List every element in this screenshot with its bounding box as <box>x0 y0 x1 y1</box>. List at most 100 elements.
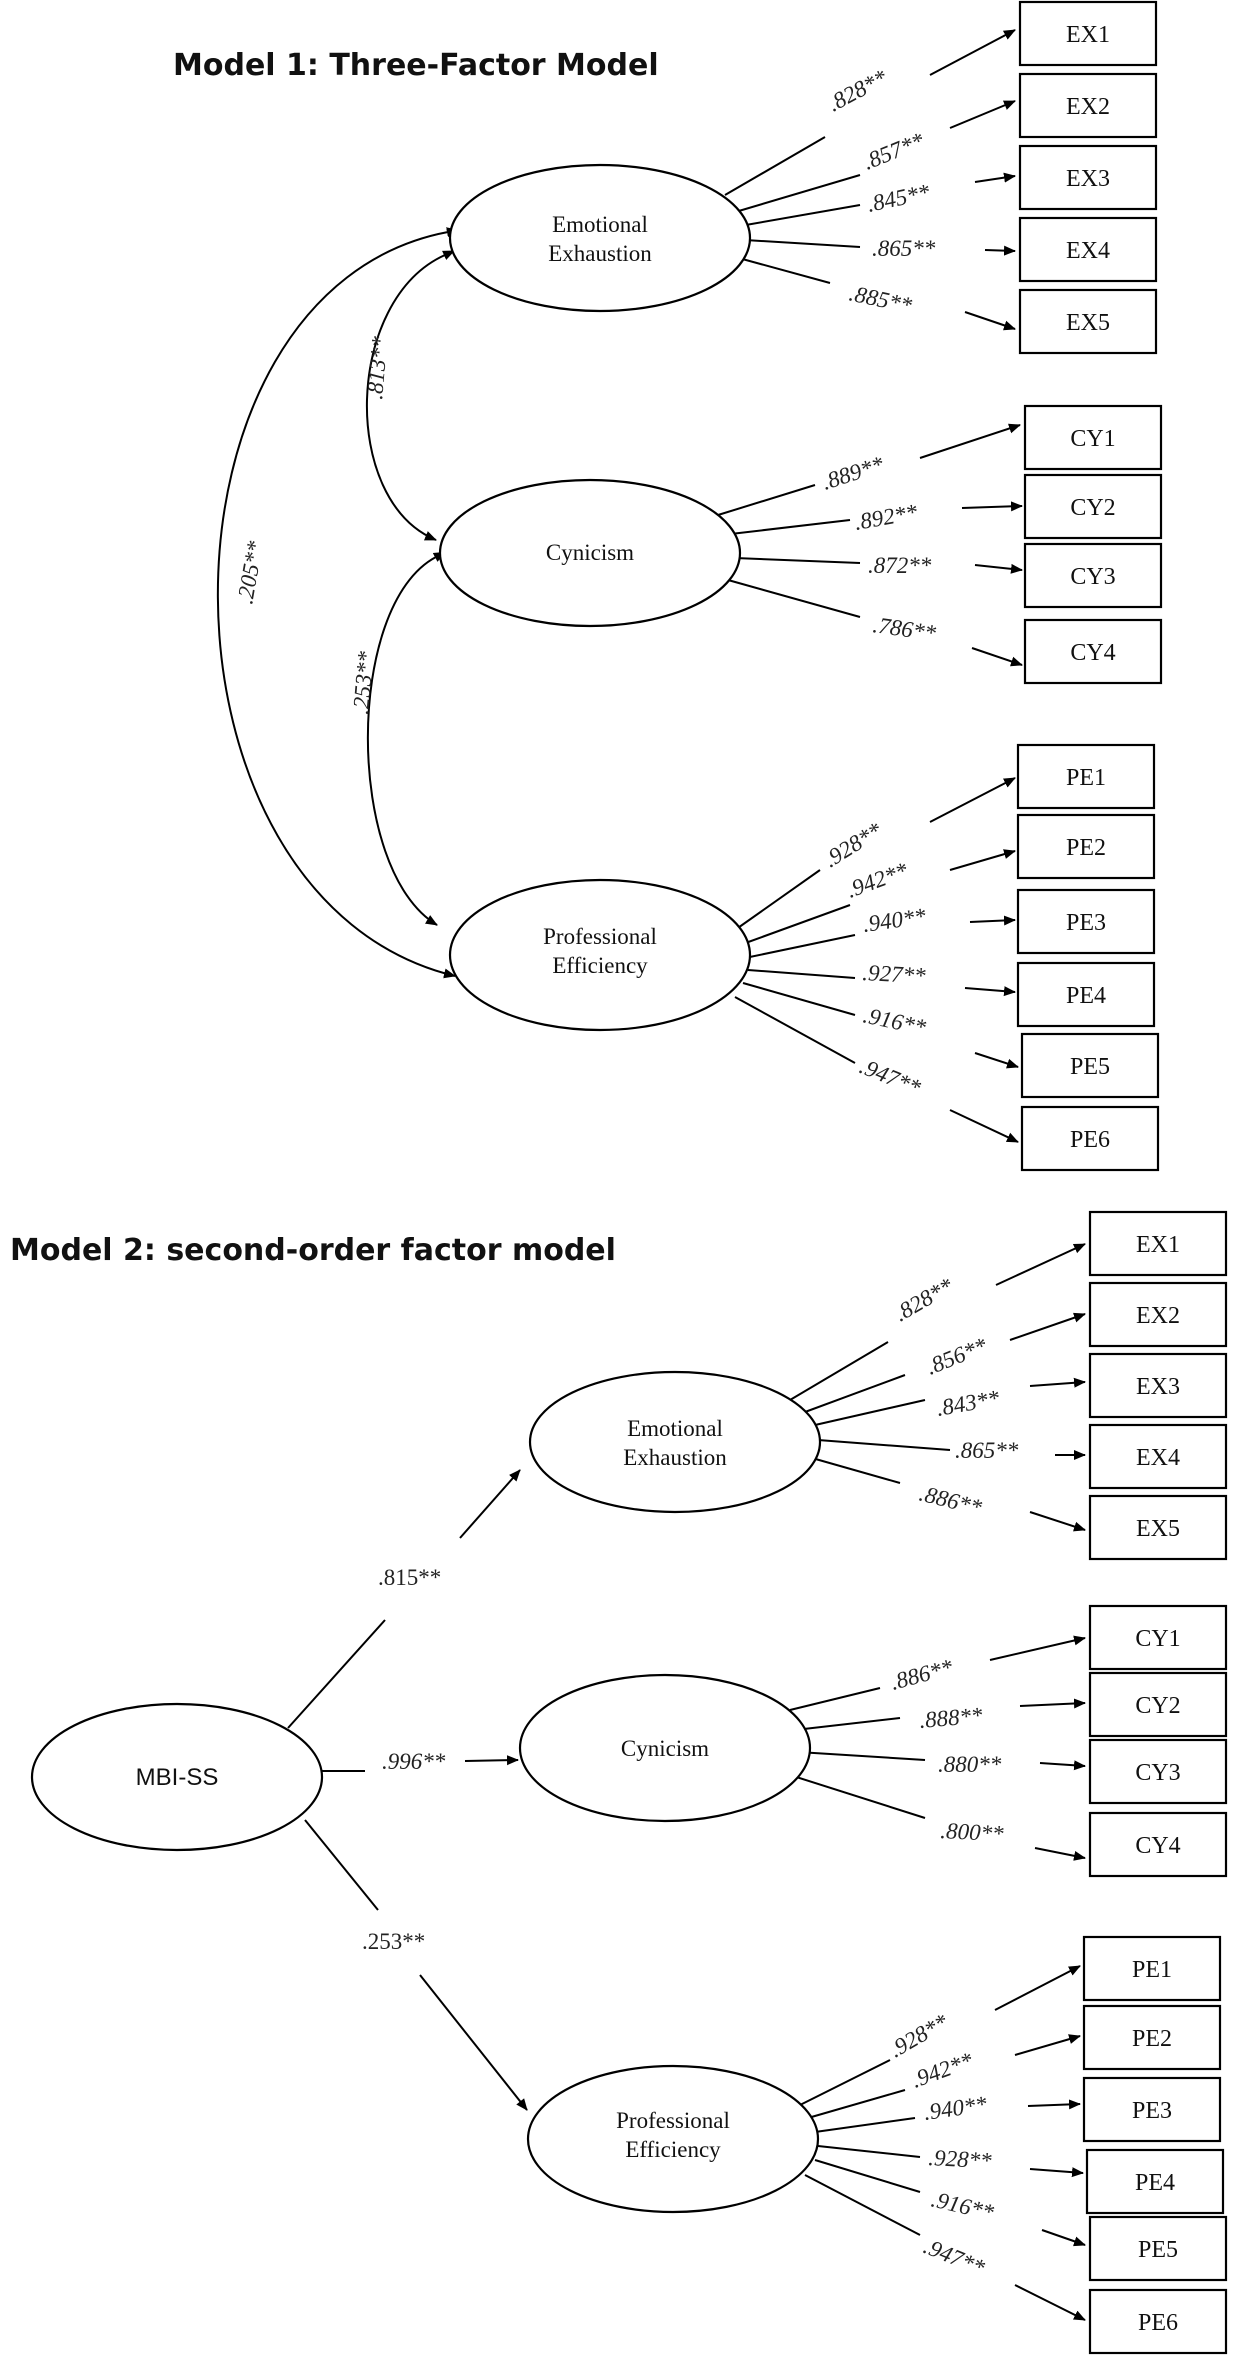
m2-cy-path-1-a <box>789 1687 881 1711</box>
m2-factor-cynicism: Cynicism .886** .888** .880** .800** CY1… <box>518 1604 1228 1878</box>
m1-ee-path-1-b <box>929 29 1016 76</box>
m1-pe-loading-5: .916** <box>861 1002 929 1040</box>
m2-ee-path-5-b <box>1029 1511 1086 1532</box>
m2-pe2-label: PE2 <box>1132 2026 1172 2052</box>
m2-pe-path-5-a <box>814 2159 921 2193</box>
m1-pe3-label: PE3 <box>1066 910 1106 936</box>
m1-box-pe1: PE1 <box>1016 743 1156 810</box>
m2-pe-path-2-a <box>807 2089 906 2119</box>
m1-box-ex1: EX1 <box>1018 0 1158 67</box>
m2-cy-loading-4: .800** <box>940 1818 1005 1846</box>
m1-pe-path-2-b <box>949 849 1016 871</box>
m1-pe-path-1-a <box>734 869 821 931</box>
m1-box-pe4: PE4 <box>1016 961 1156 1028</box>
m2-box-ex1: EX1 <box>1088 1210 1228 1277</box>
m2-pe-path-5-b <box>1041 2229 1086 2247</box>
m2-pe-loading-3: .940** <box>922 2091 989 2125</box>
m2-ex3-label: EX3 <box>1136 1374 1180 1400</box>
m1-ee-loading-5: .885** <box>847 280 915 318</box>
m2-cy3-label: CY3 <box>1135 1760 1180 1786</box>
m2-cy-path-4-b <box>1034 1847 1086 1861</box>
m1-cy-path-3-a <box>734 557 861 564</box>
m1-cy4-label: CY4 <box>1070 640 1115 666</box>
m2-ellipse-emotional-exhaustion <box>528 1370 822 1514</box>
m2-cy-path-2-a <box>794 1717 901 1731</box>
m2-cy-path-3-b <box>1039 1760 1086 1771</box>
m1-pe-loading-2: .942** <box>843 857 911 902</box>
m2-cy-loading-3: .880** <box>938 1752 1002 1777</box>
m2-box-cy1: CY1 <box>1088 1604 1228 1671</box>
m2-cy-path-4-a <box>789 1774 926 1819</box>
m2-box-pe5: PE5 <box>1088 2215 1228 2282</box>
m2-pe-path-6-a <box>804 2174 921 2236</box>
m2-factor-professional-efficiency: Professional Efficiency .928** .942** .9… <box>526 1935 1228 2355</box>
m2-ee-loading-2: .856** <box>923 1333 991 1380</box>
corr-ee-cy-label: .813** <box>362 335 392 401</box>
corr-ee-pe-label: .205** <box>232 539 268 606</box>
m2-ee-path-4-a <box>817 1439 951 1451</box>
m2-ee-loading-3: .843** <box>935 1385 1002 1421</box>
model1-title: Model 1: Three-Factor Model <box>173 48 659 83</box>
m2-pe1-label: PE1 <box>1132 1957 1172 1983</box>
m2-pe-loading-1: .928** <box>885 2009 953 2063</box>
m2-ee-loading-1: .828** <box>890 1273 958 1327</box>
m1-cy-path-1-b <box>919 423 1021 459</box>
m2-pe-loading-6: .947** <box>920 2233 988 2280</box>
m1-pe-path-3-b <box>969 915 1016 926</box>
m1-factor-cynicism: Cynicism .889** .892** .872** .786** CY1… <box>438 404 1163 685</box>
m2-cy1-label: CY1 <box>1135 1626 1180 1652</box>
m1-cy-loading-4: .786** <box>871 612 938 646</box>
m2-path-pe-label: .253** <box>362 1929 425 1954</box>
m1-cy-path-4-a <box>727 579 861 618</box>
m2-path-ee-b <box>459 1469 521 1539</box>
m2-path-pe-a <box>304 1819 379 1911</box>
m2-pe5-label: PE5 <box>1138 2237 1178 2263</box>
m2-box-ex5: EX5 <box>1088 1494 1228 1561</box>
m1-box-ex2: EX2 <box>1018 72 1158 139</box>
m1-ee-path-2-b <box>949 100 1016 129</box>
m2-box-cy3: CY3 <box>1088 1738 1228 1805</box>
m2-box-cy4: CY4 <box>1088 1811 1228 1878</box>
m1-pe-path-4-a <box>747 969 856 979</box>
m2-box-ex3: EX3 <box>1088 1352 1228 1419</box>
m1-cy2-label: CY2 <box>1070 495 1115 521</box>
m2-pe-path-3-b <box>1027 2099 1081 2110</box>
m2-pe-loading-2: .942** <box>908 2047 976 2092</box>
m1-ee-path-1-a <box>724 136 826 196</box>
m1-box-pe5: PE5 <box>1020 1032 1160 1099</box>
m2-ee-path-1-b <box>995 1243 1086 1286</box>
m1-pe-path-3-a <box>744 934 856 959</box>
m1-cy3-label: CY3 <box>1070 564 1115 590</box>
m1-ee-path-3-b <box>974 172 1016 183</box>
m1-pe-path-2-a <box>739 904 851 946</box>
m2-path-cy-label: .996** <box>382 1749 446 1774</box>
m2-box-pe6: PE6 <box>1088 2288 1228 2355</box>
m2-ellipse-mbi-ss <box>30 1702 324 1852</box>
corr-ee-cy <box>365 250 456 541</box>
m2-pe-loading-5: .916** <box>929 2187 997 2226</box>
m1-ee-loading-1: .828** <box>824 64 892 116</box>
m2-ee-label-line2: Exhaustion <box>623 1445 727 1470</box>
m2-root-mbi-ss: MBI-SS <box>30 1702 324 1852</box>
m1-ee-path-2-a <box>731 174 861 214</box>
m1-box-cy2: CY2 <box>1023 473 1163 540</box>
m2-pe-path-4-a <box>817 2145 921 2158</box>
m2-pe-path-1-b <box>994 1965 1081 2011</box>
m1-pe6-label: PE6 <box>1070 1127 1110 1153</box>
m1-ee-path-5-b <box>964 311 1016 331</box>
m1-box-cy4: CY4 <box>1023 618 1163 685</box>
m2-factor-emotional-exhaustion: Emotional Exhaustion .828** .856** .843*… <box>528 1210 1228 1561</box>
m1-box-cy1: CY1 <box>1023 404 1163 471</box>
m1-cy-path-2-b <box>961 501 1023 512</box>
m1-cy-path-1-a <box>717 484 816 516</box>
m1-ex3-label: EX3 <box>1066 166 1110 192</box>
m2-ee-path-1-a <box>789 1341 889 1401</box>
m2-box-cy2: CY2 <box>1088 1671 1228 1738</box>
m2-pe6-label: PE6 <box>1138 2310 1178 2336</box>
m2-ee-loading-5: .886** <box>917 1481 985 1521</box>
m1-pe-path-6-b <box>949 1109 1019 1143</box>
m2-pe-label-line1: Professional <box>616 2108 730 2133</box>
m2-ex2-label: EX2 <box>1136 1303 1180 1329</box>
m2-cy-path-1-b <box>989 1635 1086 1661</box>
m1-cy-loading-1: .889** <box>819 451 887 494</box>
